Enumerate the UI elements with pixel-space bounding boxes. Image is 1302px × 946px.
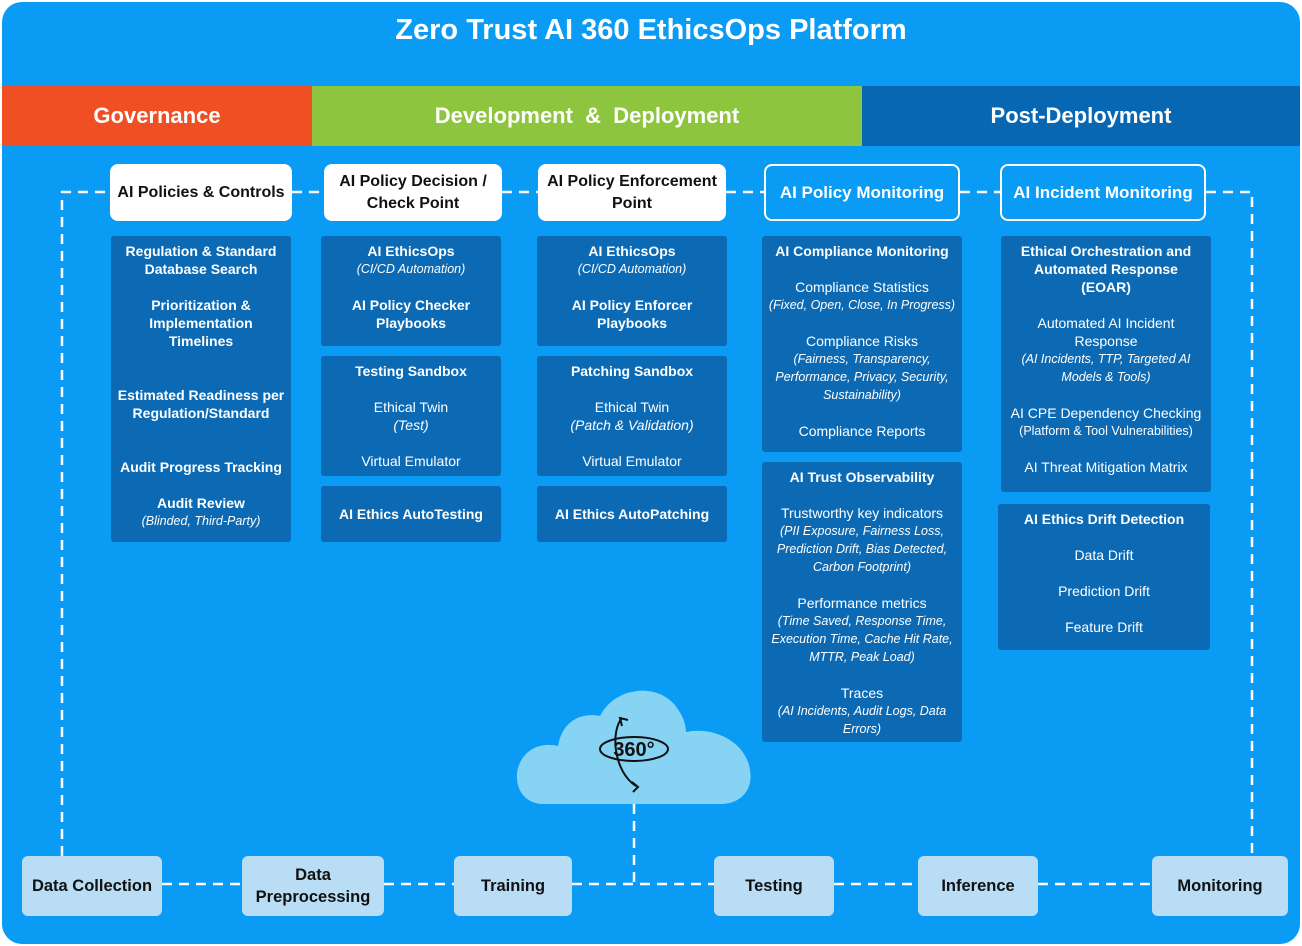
header-ai-incident-monitoring: AI Incident Monitoring [1000,164,1206,221]
header-ai-policies-controls: AI Policies & Controls [110,164,292,221]
governance-box: Regulation & Standard Database Search Pr… [111,236,291,542]
band-post-deployment: Post-Deployment [862,86,1300,146]
readiness-item: Estimated Readiness per Regulation/Stand… [117,387,285,421]
header-ai-policy-monitoring: AI Policy Monitoring [764,164,960,221]
compliance-monitoring-title: AI Compliance Monitoring [775,243,949,259]
autotesting-label: AI Ethics AutoTesting [339,506,483,522]
prediction-drift-label: Prediction Drift [1058,583,1150,599]
eoar-title: Ethical Orchestration and Automated Resp… [1020,243,1192,295]
automated-response-sub: (AI Incidents, TTP, Targeted AI Models &… [1021,352,1191,384]
header-ai-policy-decision: AI Policy Decision / Check Point [324,164,502,221]
compliance-risks-label: Compliance Risks [805,333,919,349]
virtual-emulator-label: Virtual Emulator [361,453,461,469]
performance-metrics-sub: (Time Saved, Response Time, Execution Ti… [771,614,953,664]
enforcement-ethicsops-box: AI EthicsOps (CI/CD Automation) AI Polic… [537,236,727,346]
autotesting-box: AI Ethics AutoTesting [321,486,501,542]
ethical-twin-label: Ethical Twin [594,399,670,415]
cpe-dependency-label: AI CPE Dependency Checking [1010,405,1202,421]
ethical-twin-sub: (Test) [393,417,429,433]
patching-sandbox-title: Patching Sandbox [570,363,694,379]
traces-label: Traces [840,685,884,701]
compliance-statistics-label: Compliance Statistics [795,279,929,295]
autopatching-box: AI Ethics AutoPatching [537,486,727,542]
stage-data-preprocessing: Data Preprocessing [242,856,384,916]
band-governance: Governance [2,86,312,146]
compliance-monitoring-box: AI Compliance Monitoring Compliance Stat… [762,236,962,452]
stage-data-collection: Data Collection [22,856,162,916]
feature-drift-label: Feature Drift [1065,619,1143,635]
band-development-deployment: Development & Deployment [312,86,862,146]
compliance-risks-sub: (Fairness, Transparency, Performance, Pr… [775,352,949,402]
traces-sub: (AI Incidents, Audit Logs, Data Errors) [777,704,947,736]
top-connector-line [60,190,110,856]
header-ai-policy-enforcement: AI Policy Enforcement Point [538,164,726,221]
performance-metrics-label: Performance metrics [797,595,927,611]
drift-detection-title: AI Ethics Drift Detection [1023,511,1185,527]
compliance-reports-label: Compliance Reports [798,423,926,439]
policy-enforcer-label: AI Policy Enforcer Playbooks [571,297,693,331]
eoar-box: Ethical Orchestration and Automated Resp… [1001,236,1211,492]
data-drift-label: Data Drift [1074,547,1134,563]
virtual-emulator-label: Virtual Emulator [582,453,682,469]
stage-testing: Testing [714,856,834,916]
ethicsops-label: AI EthicsOps [367,243,455,259]
cloud-360-icon: 360° [516,690,751,804]
compliance-statistics-sub: (Fixed, Open, Close, In Progress) [768,298,956,312]
cloud-360-label: 360° [613,739,654,761]
trust-observability-box: AI Trust Observability Trustworthy key i… [762,462,962,742]
ethicsops-label: AI EthicsOps [588,243,676,259]
threat-mitigation-label: AI Threat Mitigation Matrix [1024,459,1188,475]
prioritization-item: Prioritization & Implementation Timeline… [149,297,253,349]
ethical-twin-label: Ethical Twin [373,399,449,415]
audit-review-item: Audit Review [157,495,245,511]
page-title: Zero Trust AI 360 EthicsOps Platform [395,14,907,46]
drift-detection-box: AI Ethics Drift Detection Data Drift Pre… [998,504,1210,650]
audit-progress-item: Audit Progress Tracking [120,459,282,475]
cpe-dependency-sub: (Platform & Tool Vulnerabilities) [1019,424,1193,438]
patching-sandbox-box: Patching Sandbox Ethical Twin (Patch & V… [537,356,727,476]
audit-review-sub: (Blinded, Third-Party) [141,514,261,528]
trustworthy-indicators-sub: (PII Exposure, Fairness Loss, Prediction… [776,524,948,574]
rotate-360-icon [599,716,669,793]
stage-training: Training [454,856,572,916]
decision-ethicsops-box: AI EthicsOps (CI/CD Automation) AI Polic… [321,236,501,346]
ethical-twin-sub: (Patch & Validation) [570,417,694,433]
stage-inference: Inference [918,856,1038,916]
autopatching-label: AI Ethics AutoPatching [554,506,710,522]
stage-monitoring: Monitoring [1152,856,1288,916]
testing-sandbox-box: Testing Sandbox Ethical Twin (Test) Virt… [321,356,501,476]
cloud-shape [516,690,751,804]
trustworthy-indicators-label: Trustworthy key indicators [780,505,944,521]
testing-sandbox-title: Testing Sandbox [355,363,467,379]
regulation-search-item: Regulation & Standard Database Search [125,243,277,277]
automated-response-label: Automated AI Incident Response [1037,315,1175,349]
trust-observability-title: AI Trust Observability [789,469,935,485]
ethicsops-sub: (CI/CD Automation) [356,262,466,276]
ethicsops-sub: (CI/CD Automation) [577,262,687,276]
policy-checker-label: AI Policy Checker Playbooks [351,297,471,331]
